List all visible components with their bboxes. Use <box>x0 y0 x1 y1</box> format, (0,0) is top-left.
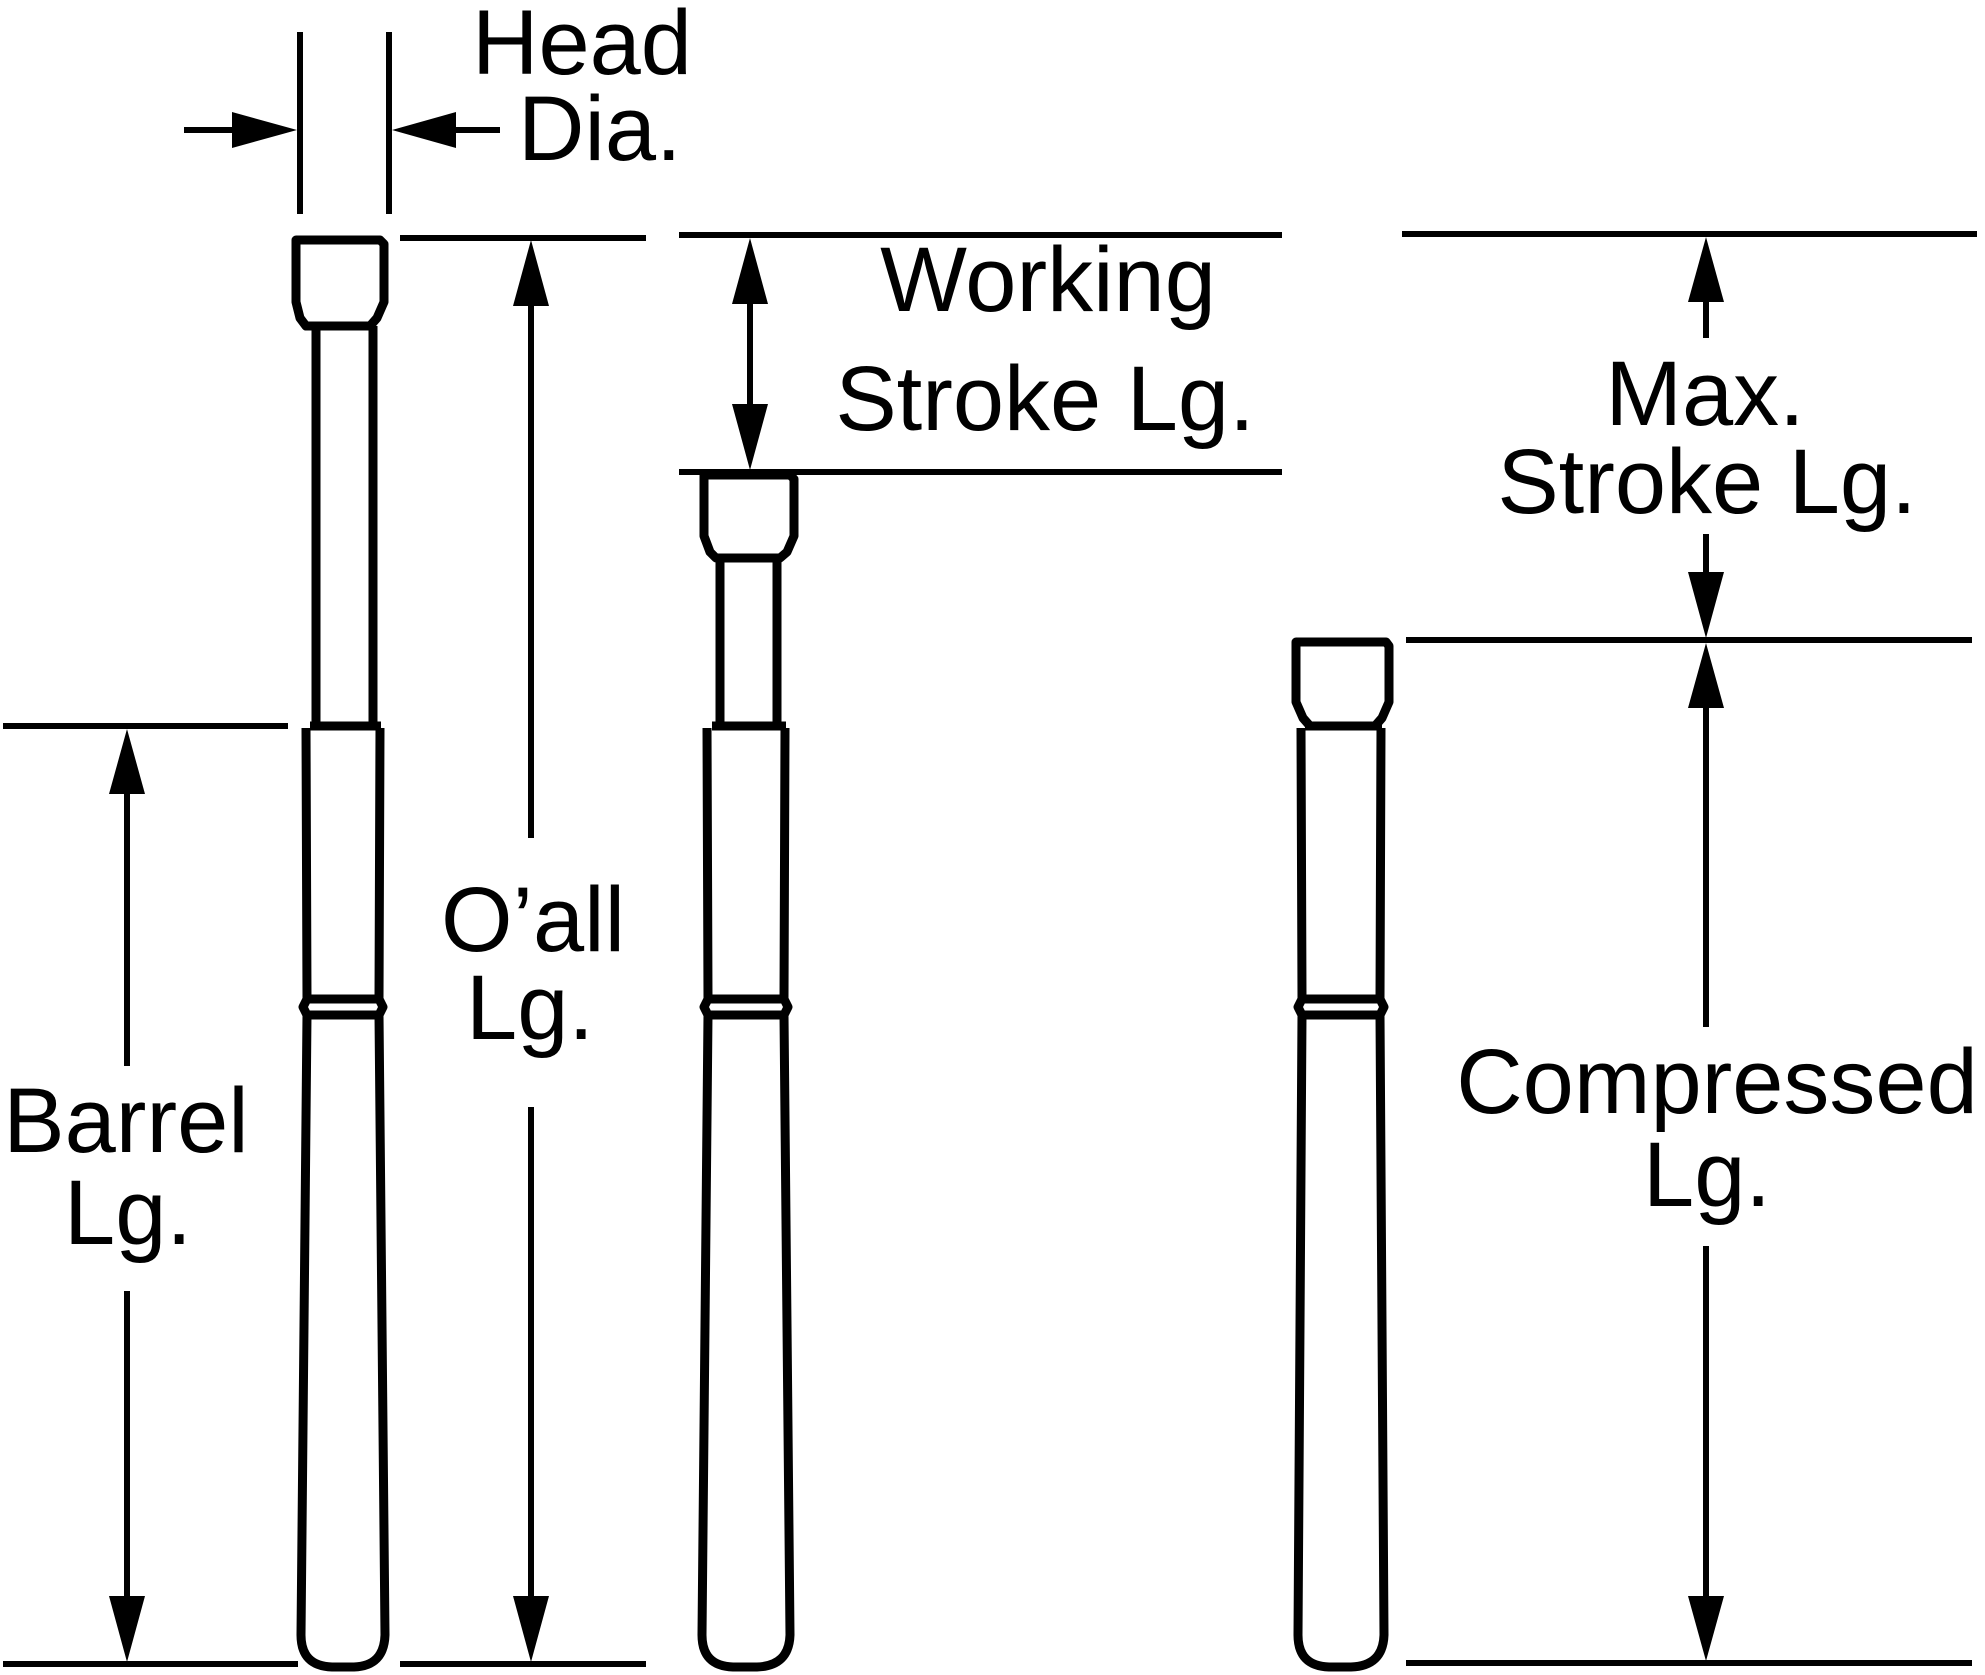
working-stroke-top-arrowhead <box>732 238 768 304</box>
head-dia-left-arrowhead <box>232 112 297 148</box>
oall-bottom-arrowhead <box>513 1596 549 1662</box>
working-stroke-bottom-arrowhead <box>732 404 768 470</box>
extended-spring-rod <box>311 326 378 728</box>
max-stroke-bottom-arrowhead <box>1688 572 1724 638</box>
head-dia-right-arrowhead <box>392 112 456 148</box>
compressed-top-arrowhead <box>1688 643 1724 708</box>
extended-gas-spring <box>291 235 390 1672</box>
extension-lines <box>3 32 1977 1667</box>
head-dia-label-line1: Head <box>472 0 692 94</box>
oall-label-line1: O’all <box>441 869 625 971</box>
barrel-bottom-arrowhead <box>109 1596 145 1662</box>
head-dia-label-line2: Dia. <box>518 78 682 180</box>
extended-spring-barrel-groove <box>307 994 379 1020</box>
max-stroke-label-line1: Max. <box>1605 343 1804 445</box>
compressed-spring-head <box>1291 637 1394 731</box>
barrel-label-line1: Barrel <box>3 1070 248 1172</box>
compressed-label-line2: Lg. <box>1643 1124 1771 1226</box>
oall-top-arrowhead <box>513 240 549 306</box>
working-spring-rod <box>715 558 782 728</box>
oall-label-line2: Lg. <box>466 957 594 1059</box>
compressed-bottom-arrowhead <box>1688 1596 1724 1661</box>
dimension-lines <box>124 127 1709 1598</box>
working-stroke-label-line2: Stroke Lg. <box>835 348 1254 450</box>
compressed-gas-spring <box>1291 637 1394 1672</box>
working-spring-head <box>699 470 799 563</box>
working-spring-barrel <box>697 727 795 1672</box>
max-stroke-label-line2: Stroke Lg. <box>1497 431 1916 533</box>
compressed-spring-barrel-groove <box>1302 994 1380 1020</box>
dimension-labels: Head Dia. Working Stroke Lg. Max. Stroke… <box>3 0 1977 1264</box>
barrel-top-arrowhead <box>109 729 145 794</box>
arrowheads <box>109 112 1724 1662</box>
compressed-label-line1: Compressed <box>1456 1031 1978 1133</box>
barrel-label-line2: Lg. <box>64 1162 192 1264</box>
max-stroke-top-arrowhead <box>1688 237 1724 302</box>
working-stroke-label-line1: Working <box>880 229 1216 331</box>
compressed-spring-barrel <box>1293 727 1389 1672</box>
working-spring-barrel-groove <box>708 994 784 1020</box>
extended-spring-head <box>291 235 389 331</box>
extended-spring-barrel <box>296 727 390 1672</box>
working-position-gas-spring <box>697 470 799 1672</box>
